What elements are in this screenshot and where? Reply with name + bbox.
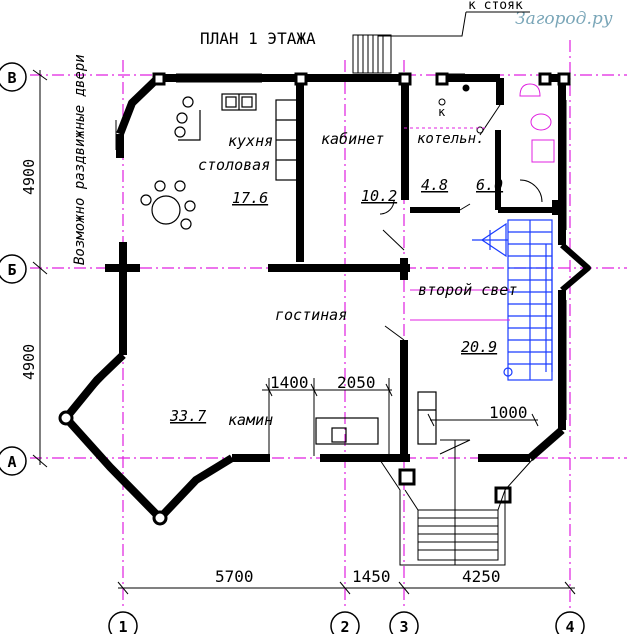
area-office: 10.2	[361, 187, 397, 205]
windows	[71, 73, 567, 513]
axis-label-b: Б	[7, 261, 16, 279]
staircase	[472, 219, 553, 381]
vertical-dimensions	[32, 69, 48, 468]
area-kitchen: 17.6	[232, 189, 268, 207]
axis-label-3: 3	[399, 618, 408, 634]
area-boiler: 4.8	[421, 176, 448, 194]
kitchen-fixtures	[140, 93, 299, 230]
room-label-living: гостиная	[275, 306, 347, 324]
area-bath: 6.0	[476, 176, 503, 194]
area-living-right: 20.9	[461, 338, 497, 356]
riser-note: к стояк	[468, 0, 523, 13]
room-label-dining: столовая	[198, 156, 270, 174]
axis-marker-v	[0, 62, 27, 92]
axis-label-a: А	[7, 453, 16, 471]
room-label-fireplace: камин	[228, 411, 273, 429]
dim-vertical-top: 4900	[20, 159, 38, 195]
dim-2050: 2050	[337, 373, 376, 392]
room-label-second-light: второй свет	[418, 281, 517, 299]
dim-1000: 1000	[489, 403, 528, 422]
dim-vertical-bottom: 4900	[20, 344, 38, 380]
dim-1400: 1400	[270, 373, 309, 392]
axis-marker-b	[0, 254, 27, 284]
door-swings	[379, 104, 510, 455]
column-axis-markers: 1 2 3 4	[108, 611, 585, 634]
front-porch	[379, 439, 533, 566]
interior-dimensions	[262, 378, 539, 456]
axis-label-1: 1	[118, 618, 127, 634]
axis-marker-a	[0, 446, 27, 476]
riser-k-label: к	[438, 105, 446, 119]
watermark: Загород.ру	[515, 9, 613, 29]
columns	[58, 72, 571, 526]
area-living-main: 33.7	[169, 407, 206, 425]
room-label-boiler: котельн.	[417, 131, 484, 147]
walls	[62, 74, 591, 522]
row-axis-markers: В Б А	[0, 62, 27, 476]
top-porch-steps	[352, 34, 392, 74]
fireplace	[315, 391, 437, 445]
room-label-kitchen: кухня	[228, 132, 273, 150]
axis-label-v: В	[7, 69, 16, 87]
axis-label-4: 4	[565, 618, 574, 634]
room-label-office: кабинет	[321, 130, 384, 148]
bath-fixtures	[438, 83, 555, 205]
dim-5700: 5700	[215, 567, 254, 586]
axis-label-2: 2	[340, 618, 349, 634]
sliding-doors-note: Возможно раздвижные двери	[72, 54, 88, 265]
dim-4250: 4250	[462, 567, 501, 586]
plan-title: ПЛАН 1 ЭТАЖА	[200, 29, 316, 48]
dim-1450: 1450	[352, 567, 391, 586]
bottom-dimensions	[117, 581, 576, 595]
